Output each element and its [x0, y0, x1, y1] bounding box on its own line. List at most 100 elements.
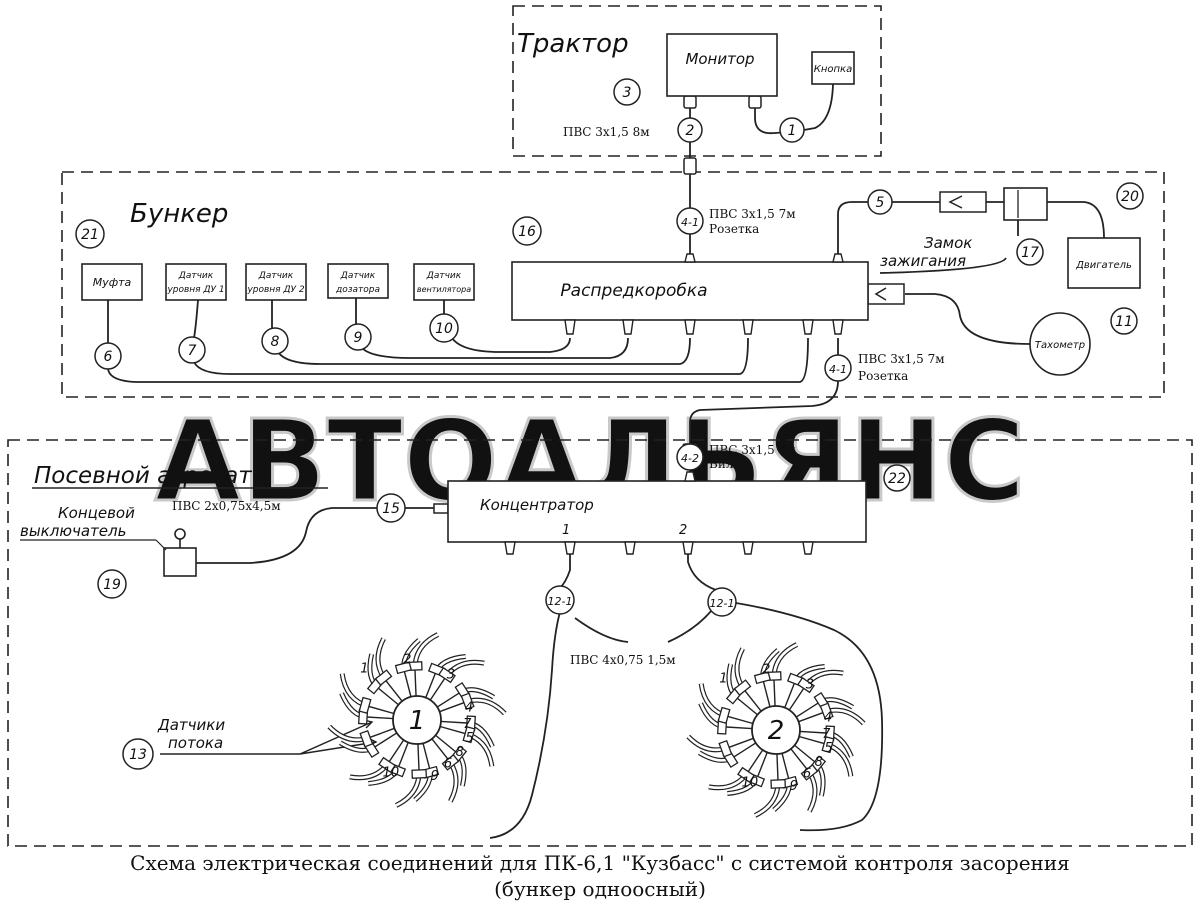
flow-sensor — [394, 661, 412, 675]
cable-4-1-bottom-type: Розетка — [858, 369, 908, 383]
callout-circle-6 — [94, 342, 122, 370]
distribution-box-port — [742, 319, 754, 335]
distribution-box-port — [564, 319, 576, 335]
tractor-zone-label: Трактор — [517, 29, 629, 59]
sensor-number: 4 — [465, 701, 473, 716]
watermark-text: АВТОАЛЬЯНС — [155, 397, 1026, 527]
flow-sensor-wire — [773, 680, 776, 707]
callout-circle-1 — [779, 117, 805, 143]
cable-4-2-type: Вилка — [709, 457, 748, 471]
distribution-box-port — [832, 319, 844, 335]
flow-sensor — [821, 735, 835, 754]
dispenser-sensor-block — [327, 263, 389, 299]
monitor-connector-right — [748, 95, 762, 109]
sensor-number: 8 — [815, 755, 823, 770]
wire-dispenser-sensor — [355, 298, 629, 359]
concentrator-port — [682, 541, 694, 555]
distribution-box-port — [622, 319, 634, 335]
callout-circle-4-1-top — [676, 207, 704, 235]
callout-circle-8 — [261, 327, 289, 355]
flow-sensor-wire — [439, 725, 466, 735]
distribution-box-port — [802, 319, 814, 335]
engine-block — [1067, 237, 1141, 289]
seeder-zone-label: Посевной агрегат — [34, 463, 252, 489]
flow-sensor-wire — [795, 702, 819, 718]
flow-sensor-wire — [398, 742, 409, 767]
wire-clutch — [107, 300, 809, 383]
flow-sensor-wire — [726, 726, 753, 730]
concentrator-block — [447, 480, 867, 543]
flow-sensor-wire — [417, 743, 420, 770]
flow-sensor-wire — [798, 735, 825, 745]
sensor-number: 2 — [762, 662, 770, 677]
callout-4-1-top: 4-1 — [681, 216, 699, 229]
clutch-label: Муфта — [93, 276, 132, 289]
flow-sensor-wire — [425, 673, 436, 698]
callout-circle-21 — [75, 219, 105, 249]
callout-circle-17 — [1016, 238, 1044, 266]
flow-sensor — [800, 763, 819, 781]
level-sensor-1-label-1: Датчик — [178, 271, 214, 281]
flow-sensor-wire — [757, 752, 768, 777]
callout-circle-12-1-left — [545, 585, 575, 615]
callout-circle-7 — [178, 336, 206, 364]
flow-sensor-wire — [728, 737, 754, 748]
flow-sensor-wire — [377, 687, 399, 706]
flow-sensor — [441, 753, 460, 771]
cable-2-spec: ПВС 3х1,5 8м — [563, 125, 650, 139]
flow-sensor-wire — [414, 670, 417, 697]
callout-4-1-bottom: 4-1 — [829, 363, 847, 376]
bunker-zone-label: Бункер — [130, 199, 228, 229]
flow-sensor-wire — [747, 749, 764, 772]
flow-sensor-wire — [733, 742, 757, 758]
flow-sensor-wire — [439, 702, 465, 713]
sensor-number: 10 — [742, 775, 759, 790]
callout-circle-19 — [97, 569, 127, 599]
caption-line-1: Схема электрическая соединений для ПК-6,… — [130, 851, 1070, 875]
callout-11: 11 — [1115, 314, 1133, 330]
sensor-number: 6 — [444, 757, 452, 772]
sensor-number: 5 — [824, 741, 832, 756]
fan-sensor-label-1: Датчик — [426, 271, 462, 281]
flow-sensor — [819, 702, 834, 721]
concentrator-port-2-label: 2 — [679, 523, 687, 538]
wire-tachometer — [905, 293, 1031, 345]
distribution-box-block — [511, 261, 869, 321]
flow-sensor — [438, 666, 456, 684]
hub-body — [392, 695, 442, 745]
tachometer-plug — [867, 283, 905, 305]
wire-hub-2 — [687, 548, 884, 832]
seeder-zone-frame — [7, 439, 1193, 847]
callout-20: 20 — [1121, 189, 1139, 205]
callout-22: 22 — [888, 471, 906, 487]
flow-sensor-wire — [369, 727, 395, 738]
flow-sensor-wire — [799, 730, 826, 734]
tachometer-plug-arrow — [874, 287, 887, 301]
callout-circle-13 — [122, 738, 154, 770]
sensor-number: 1 — [719, 671, 727, 686]
callout-circle-12-1-right — [707, 587, 737, 617]
limit-switch-knob — [174, 528, 186, 540]
monitor-connector-left — [683, 95, 697, 109]
callout-15: 15 — [382, 501, 400, 517]
level-sensor-2-label-2: уровня ДУ 2 — [246, 285, 304, 295]
flow-sensor — [378, 756, 396, 774]
watermark: АВТОАЛЬЯНС — [153, 396, 1027, 529]
sensor-number: 7 — [822, 727, 831, 742]
sensor-number: 5 — [465, 731, 473, 746]
flow-sensor — [359, 729, 374, 748]
fan-sensor-block — [413, 263, 475, 301]
callout-6: 6 — [104, 349, 113, 365]
cable-4-1-top-type: Розетка — [709, 222, 759, 236]
callout-16: 16 — [518, 224, 536, 240]
callout-12-1-left: 12-1 — [548, 595, 573, 608]
flow-sensors-label-1: Датчики — [157, 716, 225, 734]
callout-19: 19 — [103, 577, 121, 593]
level-sensor-2-block — [245, 263, 307, 301]
sensor-number: 3 — [447, 667, 455, 682]
flow-sensor-wire — [781, 753, 790, 779]
flow-sensor — [462, 725, 476, 744]
concentrator-port — [742, 541, 754, 555]
monitor-block — [666, 33, 778, 97]
